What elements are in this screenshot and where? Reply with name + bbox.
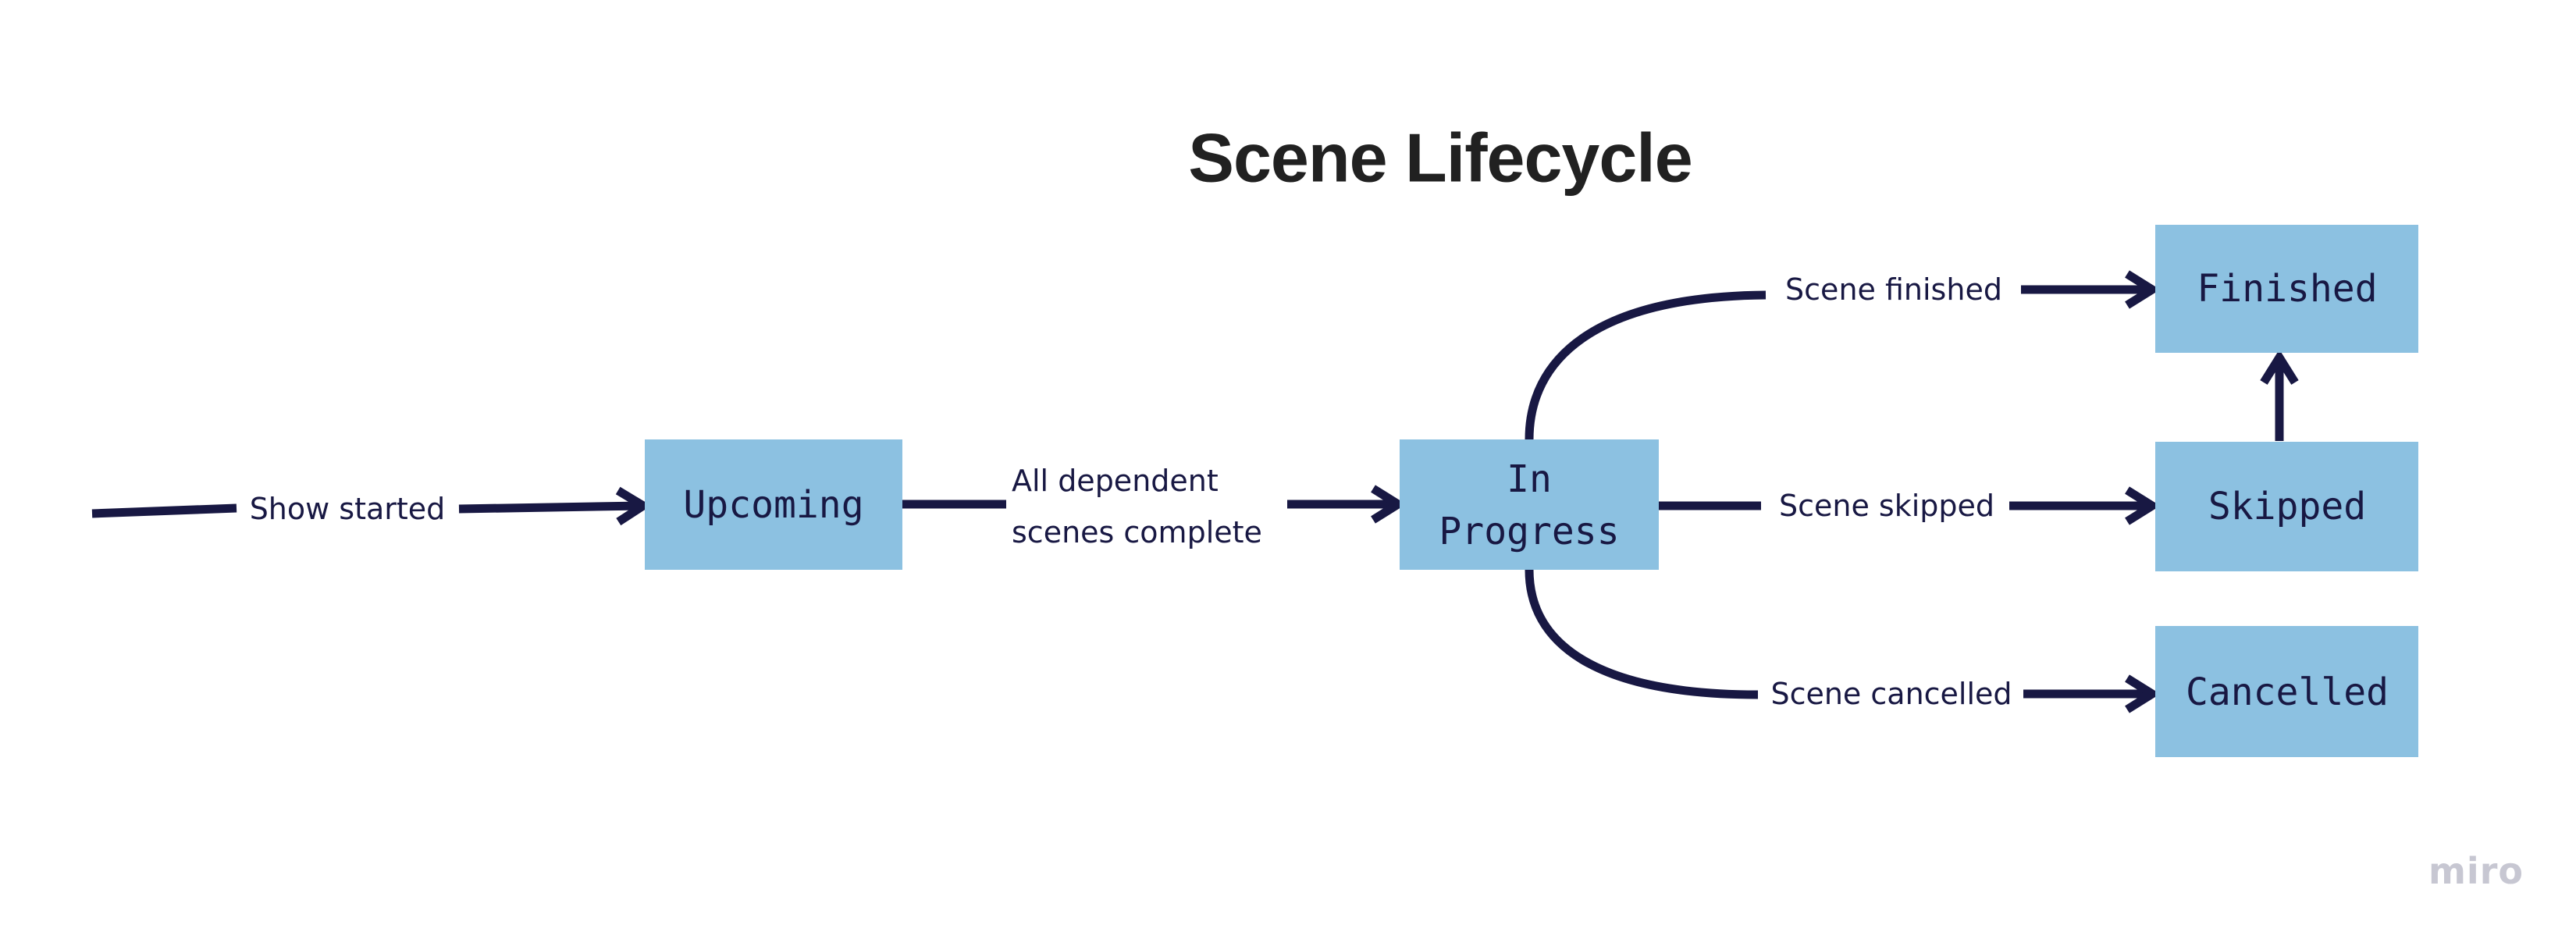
node-cancelled-label: Cancelled [2186, 670, 2389, 714]
edge-show-started-segment-left [91, 503, 237, 518]
node-finished-box [2155, 225, 2418, 353]
edge-label-scene-finished: Scene finished [1785, 272, 2002, 307]
node-cancelled: Cancelled [2155, 626, 2418, 757]
edge-scene-cancelled-curve [1525, 569, 1759, 699]
node-in-progress: In Progress [1400, 439, 1659, 570]
edge-label-dependent-complete-line1: All dependent [1012, 464, 1219, 498]
node-in-progress-box [1400, 439, 1659, 570]
node-skipped-box [2155, 442, 2418, 571]
node-in-progress-label-line2: Progress [1439, 510, 1619, 553]
edge-scene-finished-curve [1525, 290, 1767, 440]
node-upcoming-box [645, 439, 902, 570]
edge-label-dependent-complete-line2: scenes complete [1012, 515, 1262, 549]
edge-show-started-segment-right [458, 486, 652, 526]
miro-watermark: miro [2428, 850, 2524, 892]
edge-label-show-started: Show started [250, 492, 446, 526]
node-upcoming-label: Upcoming [683, 483, 863, 527]
node-finished: Finished [2155, 225, 2418, 353]
edge-label-scene-cancelled: Scene cancelled [1770, 677, 2012, 711]
node-cancelled-box [2155, 626, 2418, 757]
edge-label-scene-skipped: Scene skipped [1779, 489, 1994, 523]
node-upcoming: Upcoming [645, 439, 902, 570]
node-in-progress-label-line1: In [1507, 457, 1552, 501]
node-finished-label: Finished [2197, 267, 2377, 311]
diagram-title: Scene Lifecycle [1188, 119, 1692, 197]
node-skipped-label: Skipped [2208, 485, 2366, 528]
node-skipped: Skipped [2155, 442, 2418, 571]
